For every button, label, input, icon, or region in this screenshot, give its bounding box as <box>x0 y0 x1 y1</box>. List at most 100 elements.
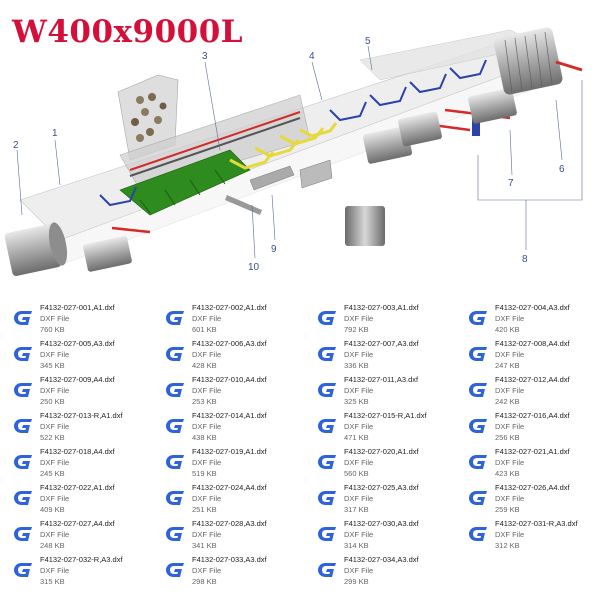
callout-3: 3 <box>202 51 208 62</box>
file-size: 438 KB <box>192 433 217 442</box>
file-type: DXF File <box>192 530 222 539</box>
file-type: DXF File <box>495 422 525 431</box>
file-name: F4132-027-007,A3.dxf <box>344 339 419 348</box>
file-name: F4132-027-009,A4.dxf <box>40 375 115 384</box>
file-type: DXF File <box>495 458 525 467</box>
file-name: F4132-027-026,A4.dxf <box>495 483 570 492</box>
dxf-file-icon <box>14 491 32 505</box>
dxf-file-icon <box>318 455 336 469</box>
file-type: DXF File <box>40 530 70 539</box>
dxf-file-icon <box>469 527 487 541</box>
dxf-file-icon <box>166 455 184 469</box>
file-name: F4132-027-005,A3.dxf <box>40 339 115 348</box>
file-size: 560 KB <box>344 469 369 478</box>
dxf-file-icon <box>318 419 336 433</box>
file-name: F4132-027-008,A4.dxf <box>495 339 570 348</box>
file-size: 428 KB <box>192 361 217 370</box>
file-name: F4132-027-028,A3.dxf <box>192 519 267 528</box>
file-size: 259 KB <box>495 505 520 514</box>
file-name: F4132-027-034,A3.dxf <box>344 555 419 564</box>
dxf-file-icon <box>166 563 184 577</box>
dxf-file-icon <box>469 419 487 433</box>
file-type: DXF File <box>495 386 525 395</box>
dxf-file-icon <box>14 419 32 433</box>
file-type: DXF File <box>344 530 374 539</box>
callout-6: 6 <box>559 164 565 175</box>
file-type: DXF File <box>495 494 525 503</box>
dxf-file-icon <box>166 347 184 361</box>
callout-7: 7 <box>508 178 514 189</box>
dxf-file-icon <box>14 347 32 361</box>
file-name: F4132-027-006,A3.dxf <box>192 339 267 348</box>
file-name: F4132-027-013-R,A1.dxf <box>40 411 123 420</box>
file-size: 312 KB <box>495 541 520 550</box>
file-type: DXF File <box>192 422 222 431</box>
file-size: 253 KB <box>192 397 217 406</box>
file-name: F4132-027-016,A4.dxf <box>495 411 570 420</box>
file-name: F4132-027-025,A3.dxf <box>344 483 419 492</box>
conveyor-assembly-drawing: 1 2 3 4 5 6 7 8 9 10 <box>4 27 583 276</box>
file-size: 314 KB <box>344 541 369 550</box>
file-size: 423 KB <box>495 469 520 478</box>
bend-pulley <box>83 236 132 272</box>
tail-pulley <box>4 222 68 276</box>
file-type: DXF File <box>40 566 70 575</box>
file-size: 760 KB <box>40 325 65 334</box>
head-pulley <box>493 27 583 95</box>
snub-pulley <box>345 88 517 246</box>
skirt-rail <box>129 111 301 171</box>
file-size: 299 KB <box>344 577 369 586</box>
file-size: 242 KB <box>495 397 520 406</box>
dxf-file-icon <box>469 455 487 469</box>
file-name: F4132-027-019,A1.dxf <box>192 447 267 456</box>
file-type: DXF File <box>40 314 70 323</box>
file-name: F4132-027-033,A3.dxf <box>192 555 267 564</box>
file-size: 250 KB <box>40 397 65 406</box>
file-size: 256 KB <box>495 433 520 442</box>
file-type: DXF File <box>344 314 374 323</box>
file-type: DXF File <box>344 458 374 467</box>
callout-leaders <box>16 45 583 259</box>
file-type: DXF File <box>192 566 222 575</box>
file-type: DXF File <box>344 350 374 359</box>
file-name: F4132-027-014,A1.dxf <box>192 411 267 420</box>
callout-4: 4 <box>309 51 315 62</box>
file-size: 298 KB <box>192 577 217 586</box>
file-size: 601 KB <box>192 325 217 334</box>
file-size: 315 KB <box>40 577 65 586</box>
dxf-file-icon <box>318 563 336 577</box>
file-type: DXF File <box>192 494 222 503</box>
